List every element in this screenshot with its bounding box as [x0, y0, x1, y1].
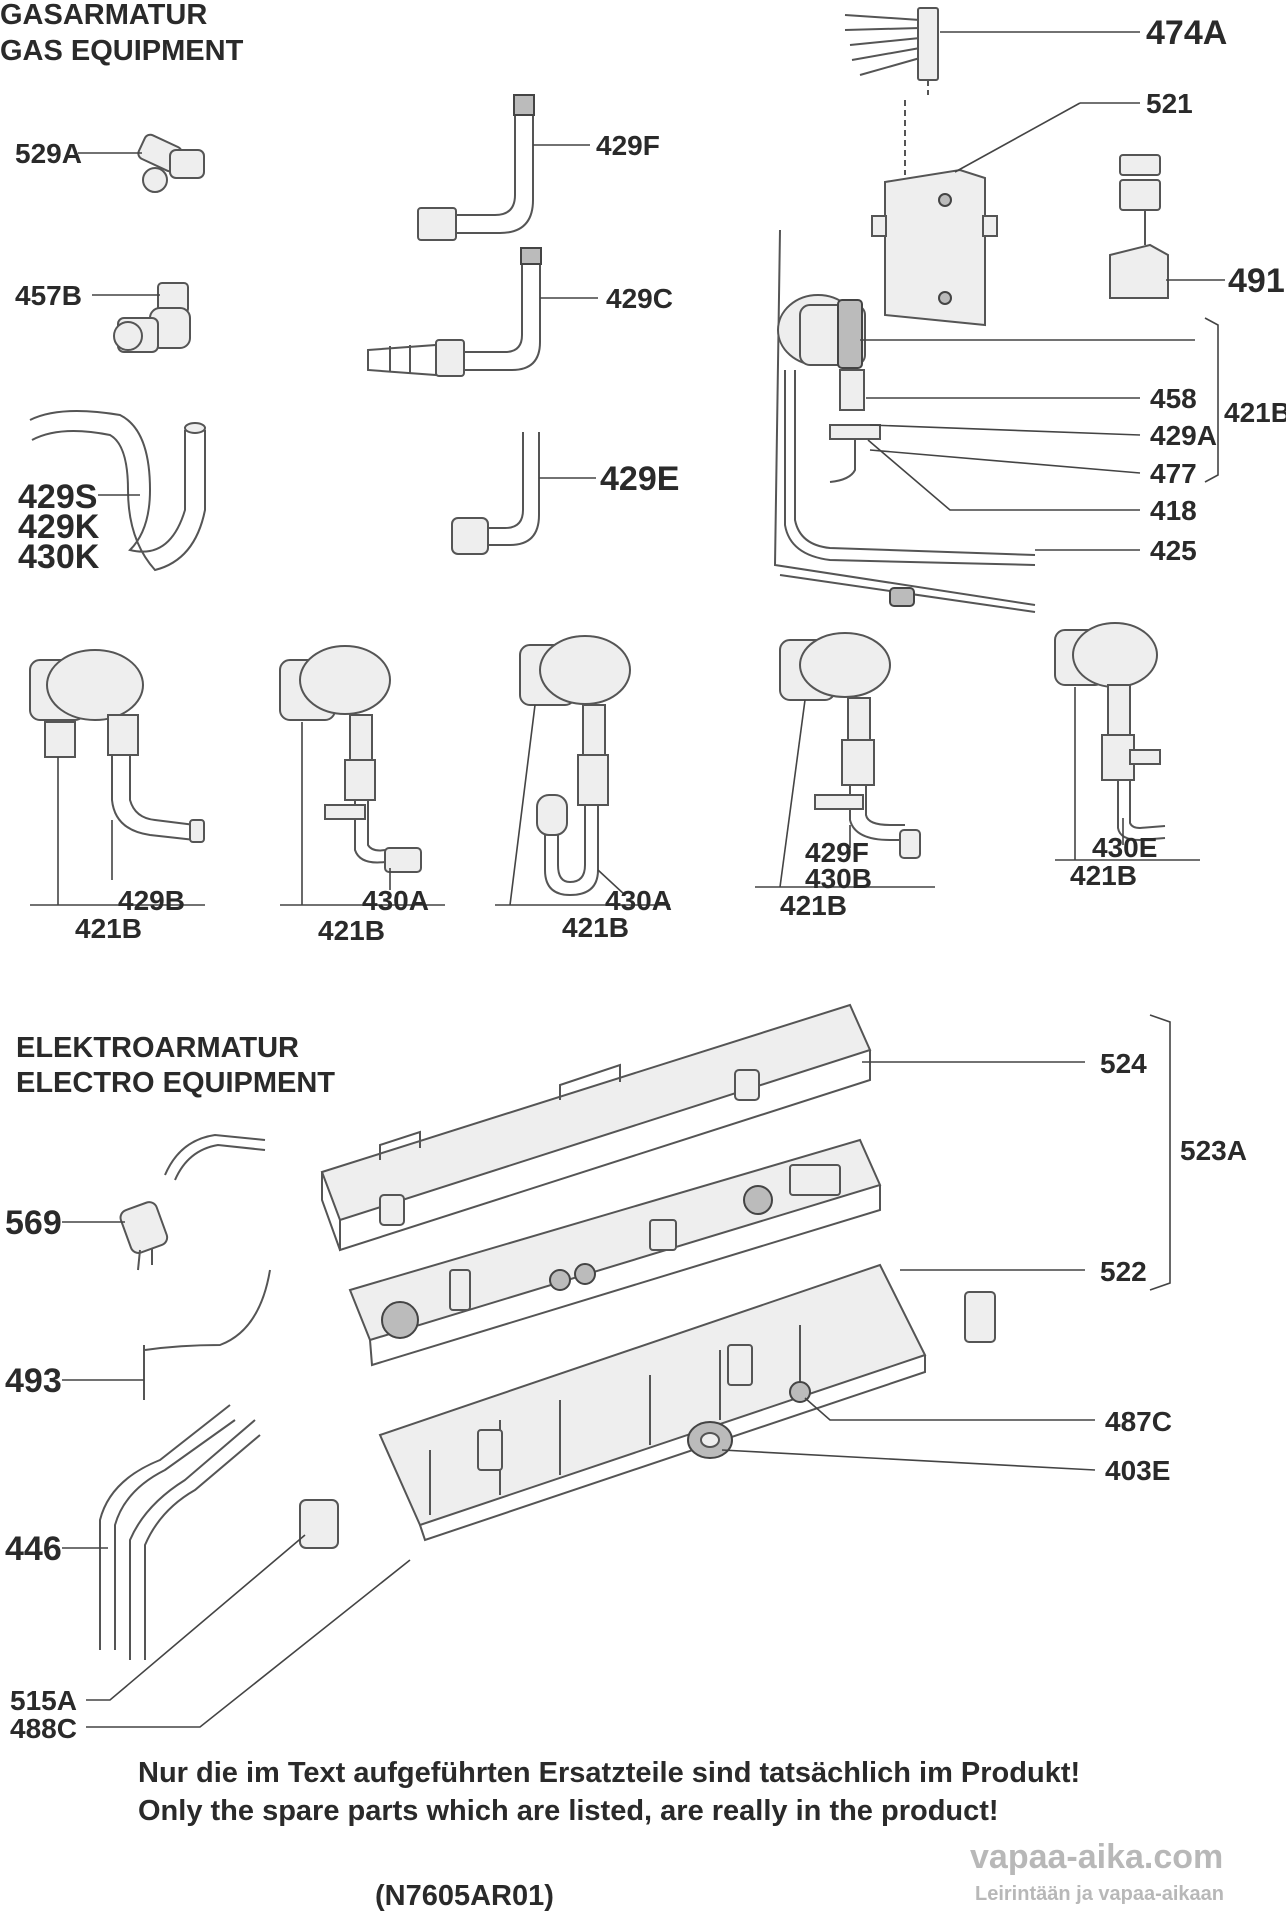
- label-429C: 429C: [606, 283, 673, 314]
- gas-title-en: GAS EQUIPMENT: [0, 35, 244, 67]
- label-488C: 488C: [10, 1713, 77, 1744]
- label-521: 521: [1146, 88, 1193, 119]
- label-457B: 457B: [15, 280, 82, 311]
- label-403E: 403E: [1105, 1455, 1170, 1486]
- part-493-drawing: [143, 1269, 271, 1400]
- part-524-drawing: [320, 1003, 872, 1252]
- electro-title-de: ELEKTROARMATUR: [16, 1032, 299, 1064]
- label-425: 425: [1150, 535, 1197, 566]
- label-458: 458: [1150, 383, 1197, 414]
- label-474A: 474A: [1146, 14, 1227, 52]
- circuit-board-drawing: [348, 1138, 882, 1367]
- label-569: 569: [5, 1204, 62, 1242]
- part-429E-drawing: [451, 432, 540, 555]
- part-522-drawing: [378, 1263, 996, 1542]
- label-446: 446: [5, 1530, 62, 1568]
- label-430K: 430K: [18, 538, 100, 576]
- variant-3-drawing: [519, 635, 631, 897]
- label-429F: 429F: [596, 130, 660, 161]
- variant-2-drawing: [279, 645, 422, 873]
- drawing-code: (N7605AR01): [375, 1880, 554, 1912]
- variant-4-sub-0: 429F: [805, 837, 869, 868]
- part-491-drawing: [1109, 154, 1169, 299]
- part-569-drawing: [119, 1133, 266, 1271]
- electro-title-en: ELECTRO EQUIPMENT: [16, 1067, 335, 1099]
- variant-5-sub-0: 430E: [1092, 832, 1157, 863]
- part-429C-drawing: [367, 247, 542, 377]
- label-421B-bracket: 421B: [1224, 397, 1286, 428]
- label-522: 522: [1100, 1256, 1147, 1287]
- variant-2-sub-0: 430A: [362, 885, 429, 916]
- part-474A-drawing: [844, 7, 939, 95]
- note-en: Only the spare parts which are listed, a…: [138, 1795, 999, 1827]
- variant-1-group: 421B: [75, 913, 142, 944]
- variant-2-group: 421B: [318, 915, 385, 946]
- label-418: 418: [1150, 495, 1197, 526]
- variant-4-group: 421B: [780, 890, 847, 921]
- gas-title-de: GASARMATUR: [0, 0, 207, 31]
- variant-4-drawing: [779, 632, 921, 859]
- note-de: Nur die im Text aufgeführten Ersatzteile…: [138, 1757, 1080, 1789]
- part-521-drawing: [871, 100, 998, 327]
- part-457B-drawing: [113, 282, 191, 353]
- label-523A: 523A: [1180, 1135, 1247, 1166]
- label-529A: 529A: [15, 138, 82, 169]
- variant-3-sub-0: 430A: [605, 885, 672, 916]
- watermark-site: vapaa-aika.com: [970, 1838, 1223, 1876]
- part-446-drawing: [99, 1404, 261, 1660]
- variant-3-group: 421B: [562, 912, 629, 943]
- label-429A: 429A: [1150, 420, 1217, 451]
- variant-4-sub-1: 430B: [805, 863, 872, 894]
- label-491: 491: [1228, 262, 1285, 300]
- label-429E: 429E: [600, 460, 679, 498]
- label-493: 493: [5, 1362, 62, 1400]
- watermark-tagline: Leirintään ja vapaa-aikaan: [975, 1883, 1224, 1905]
- variant-1-sub-0: 429B: [118, 885, 185, 916]
- variant-5-group: 421B: [1070, 860, 1137, 891]
- variant-5-drawing: [1054, 622, 1166, 842]
- part-429F-drawing: [417, 94, 535, 241]
- part-487C-drawing: [789, 1381, 811, 1403]
- label-524: 524: [1100, 1048, 1147, 1079]
- label-487C: 487C: [1105, 1406, 1172, 1437]
- label-429S: 429S: [18, 478, 97, 516]
- part-515A-drawing: [299, 1499, 339, 1549]
- label-429K: 429K: [18, 508, 100, 546]
- label-477: 477: [1150, 458, 1197, 489]
- valve-assembly-421B-drawing: [773, 229, 1036, 613]
- label-515A: 515A: [10, 1685, 77, 1716]
- part-529A-drawing: [137, 133, 205, 193]
- variant-1-drawing: [29, 649, 205, 843]
- part-403E-drawing: [687, 1421, 733, 1459]
